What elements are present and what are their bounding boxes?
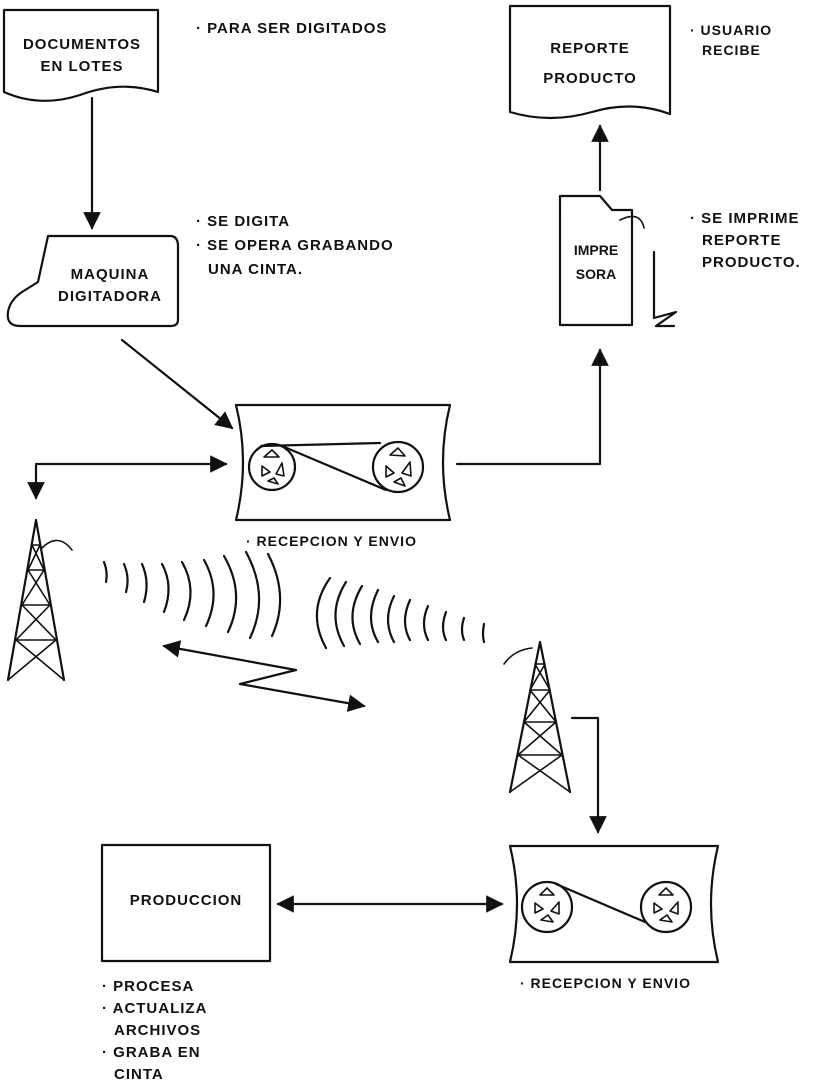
- tape-unit-top: [236, 405, 450, 520]
- radio-waves-left: [104, 552, 280, 638]
- report-note-1: · USUARIO: [690, 20, 772, 40]
- printer-note-1: · SE IMPRIME: [690, 208, 801, 230]
- production-label: PRODUCCION: [102, 890, 270, 912]
- lightning-link: [164, 646, 364, 706]
- production-note-3: ARCHIVOS: [102, 1020, 207, 1042]
- machine-label: MAQUINA DIGITADORA: [40, 264, 180, 308]
- machine-note-2: · SE OPERA GRABANDO: [196, 234, 394, 258]
- machine-note-3: UNA CINTA.: [196, 258, 394, 282]
- machine-note-1: · SE DIGITA: [196, 210, 394, 234]
- production-notes: · PROCESA · ACTUALIZA ARCHIVOS · GRABA E…: [102, 976, 207, 1086]
- documents-label: DOCUMENTOS EN LOTES: [10, 34, 154, 78]
- production-note-1: · PROCESA: [102, 976, 207, 998]
- report-label: REPORTE PRODUCTO: [510, 34, 670, 94]
- tape-unit-bottom: [510, 846, 718, 962]
- machine-line2: DIGITADORA: [40, 286, 180, 308]
- documents-note: · PARA SER DIGITADOS: [196, 18, 387, 40]
- printer-line2: SORA: [560, 262, 632, 286]
- report-line1: REPORTE: [510, 34, 670, 64]
- arrow-machine-to-tape: [122, 340, 232, 428]
- documents-line1: DOCUMENTOS: [10, 34, 154, 56]
- antenna-tower-right: [504, 642, 570, 792]
- printer-label: IMPRE SORA: [560, 238, 632, 286]
- arrow-tower-left-tape: [36, 464, 226, 498]
- printer-note-3: PRODUCTO.: [690, 252, 801, 274]
- report-notes: · USUARIO RECIBE: [690, 20, 772, 60]
- printer-notes: · SE IMPRIME REPORTE PRODUCTO.: [690, 208, 801, 274]
- production-note-5: CINTA: [102, 1064, 207, 1086]
- production-note-4: · GRABA EN: [102, 1042, 207, 1064]
- machine-line1: MAQUINA: [40, 264, 180, 286]
- tape-top-caption: · RECEPCION Y ENVIO: [246, 530, 417, 552]
- printer-note-2: REPORTE: [690, 230, 801, 252]
- arrow-tower-right-tape: [572, 718, 598, 832]
- report-note-2: RECIBE: [690, 40, 772, 60]
- radio-waves-right: [317, 578, 484, 648]
- printer-line1: IMPRE: [560, 238, 632, 262]
- tape-bottom-caption: · RECEPCION Y ENVIO: [520, 972, 691, 994]
- antenna-tower-left: [8, 520, 72, 680]
- report-line2: PRODUCTO: [510, 64, 670, 94]
- production-note-2: · ACTUALIZA: [102, 998, 207, 1020]
- documents-line2: EN LOTES: [10, 56, 154, 78]
- arrow-tape-to-printer: [457, 350, 600, 464]
- machine-notes: · SE DIGITA · SE OPERA GRABANDO UNA CINT…: [196, 210, 394, 282]
